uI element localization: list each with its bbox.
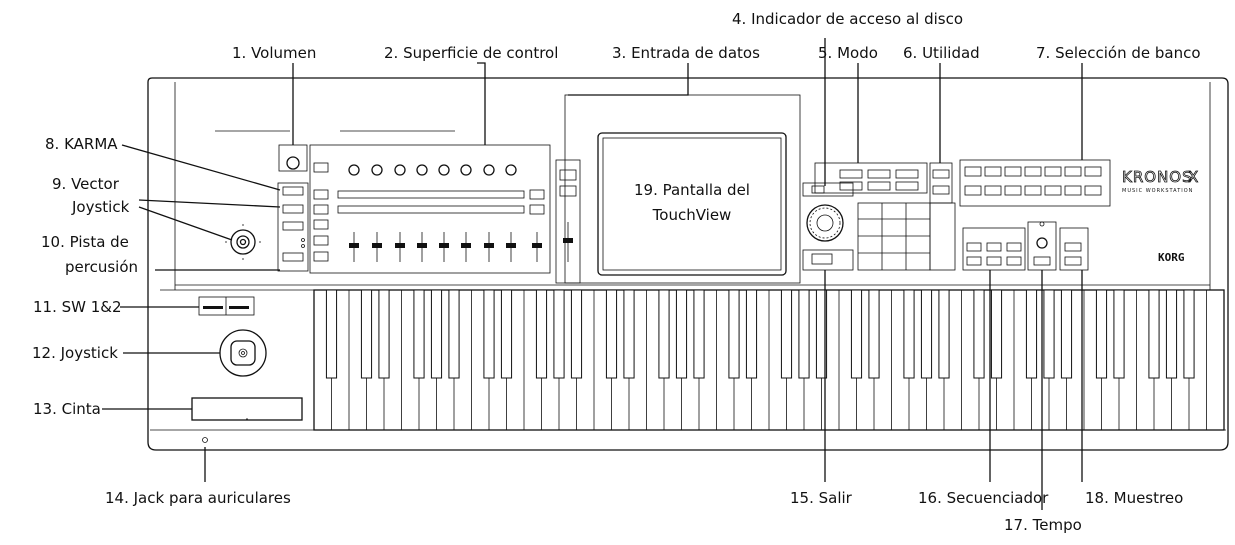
black-key[interactable] xyxy=(1095,289,1108,379)
maker-logo: KORG xyxy=(1158,251,1185,264)
sampling-buttons[interactable] xyxy=(1059,227,1089,271)
control-surface[interactable] xyxy=(309,144,551,274)
black-key[interactable] xyxy=(1043,289,1055,379)
black-key[interactable] xyxy=(693,289,705,379)
model-name: KRONOS xyxy=(1122,168,1193,186)
numeric-keypad[interactable] xyxy=(857,202,931,271)
black-key[interactable] xyxy=(413,289,425,379)
black-key[interactable] xyxy=(990,289,1003,379)
black-key[interactable] xyxy=(1183,289,1195,379)
label-sampling: 18. Muestreo xyxy=(1085,489,1183,507)
label-ribbon: 13. Cinta xyxy=(33,400,101,418)
black-key[interactable] xyxy=(868,289,880,379)
label-vector-line2: Joystick xyxy=(71,198,130,216)
label-disk-indicator: 4. Indicador de acceso al disco xyxy=(732,10,963,28)
black-key[interactable] xyxy=(658,289,670,379)
bank-select-buttons[interactable] xyxy=(959,159,1111,207)
value-dial[interactable] xyxy=(806,204,844,242)
label-drum-track-line1: 10. Pista de xyxy=(41,233,129,251)
black-key[interactable] xyxy=(798,289,810,379)
callout-labels: 1. Volumen 2. Superficie de control 3. E… xyxy=(32,10,1201,534)
black-key[interactable] xyxy=(448,289,460,379)
touchview-display[interactable]: 19. Pantalla del TouchView xyxy=(597,132,787,276)
label-control-surface: 2. Superficie de control xyxy=(384,44,558,62)
black-key[interactable] xyxy=(1148,289,1160,379)
mode-buttons[interactable] xyxy=(814,162,928,194)
label-utility: 6. Utilidad xyxy=(903,44,980,62)
black-key[interactable] xyxy=(1025,289,1038,379)
volume-knob[interactable] xyxy=(278,144,308,172)
disk-indicator xyxy=(802,182,854,197)
label-sw: 11. SW 1&2 xyxy=(33,298,122,316)
sw-buttons[interactable] xyxy=(198,296,255,316)
leader-lines xyxy=(102,38,1083,510)
label-data-entry: 3. Entrada de datos xyxy=(612,44,760,62)
ribbon-controller[interactable] xyxy=(191,397,303,421)
black-key[interactable] xyxy=(378,289,390,379)
label-karma: 8. KARMA xyxy=(45,135,118,153)
black-key[interactable] xyxy=(1113,289,1125,379)
brand-logo: KRONOS X MUSIC WORKSTATION KORG xyxy=(1122,168,1199,264)
utility-buttons[interactable] xyxy=(929,162,956,271)
black-key[interactable] xyxy=(605,289,618,379)
label-volume: 1. Volumen xyxy=(232,44,316,62)
model-subtitle: MUSIC WORKSTATION xyxy=(1122,188,1193,194)
tempo-controls[interactable] xyxy=(1027,221,1057,271)
black-key[interactable] xyxy=(745,289,758,379)
black-key[interactable] xyxy=(675,289,688,379)
black-key[interactable] xyxy=(938,289,950,379)
headphone-jack xyxy=(202,437,208,443)
black-key[interactable] xyxy=(535,289,548,379)
black-key[interactable] xyxy=(360,289,373,379)
display-label-line1: 19. Pantalla del xyxy=(634,181,750,199)
black-key[interactable] xyxy=(780,289,793,379)
label-drum-track-line2: percusión xyxy=(65,258,138,276)
label-tempo: 17. Tempo xyxy=(1004,516,1082,534)
black-key[interactable] xyxy=(553,289,565,379)
black-key[interactable] xyxy=(325,289,338,379)
exit-button[interactable] xyxy=(802,249,854,271)
black-key[interactable] xyxy=(500,289,513,379)
vector-joystick[interactable] xyxy=(225,224,261,260)
control-knobs[interactable] xyxy=(348,164,517,176)
black-key[interactable] xyxy=(430,289,443,379)
black-key[interactable] xyxy=(483,289,495,379)
black-key[interactable] xyxy=(815,289,828,379)
label-joystick: 12. Joystick xyxy=(32,344,118,362)
label-sequencer: 16. Secuenciador xyxy=(918,489,1049,507)
black-key[interactable] xyxy=(973,289,985,379)
model-suffix: X xyxy=(1188,168,1198,186)
black-key[interactable] xyxy=(570,289,583,379)
black-key[interactable] xyxy=(903,289,915,379)
label-mode: 5. Modo xyxy=(818,44,878,62)
black-key[interactable] xyxy=(850,289,863,379)
label-bank-select: 7. Selección de banco xyxy=(1036,44,1201,62)
black-key[interactable] xyxy=(920,289,933,379)
sequencer-buttons[interactable] xyxy=(962,227,1026,271)
black-key[interactable] xyxy=(1060,289,1073,379)
black-key[interactable] xyxy=(623,289,635,379)
joystick[interactable] xyxy=(219,329,267,377)
label-headphone-jack: 14. Jack para auriculares xyxy=(105,489,291,507)
label-exit: 15. Salir xyxy=(790,489,853,507)
black-key[interactable] xyxy=(728,289,740,379)
keybed[interactable] xyxy=(313,289,1225,431)
black-key[interactable] xyxy=(1165,289,1178,379)
control-sliders[interactable] xyxy=(349,232,542,262)
label-vector-line1: 9. Vector xyxy=(52,175,120,193)
karma-section[interactable] xyxy=(277,182,309,272)
display-label-line2: TouchView xyxy=(652,206,732,224)
